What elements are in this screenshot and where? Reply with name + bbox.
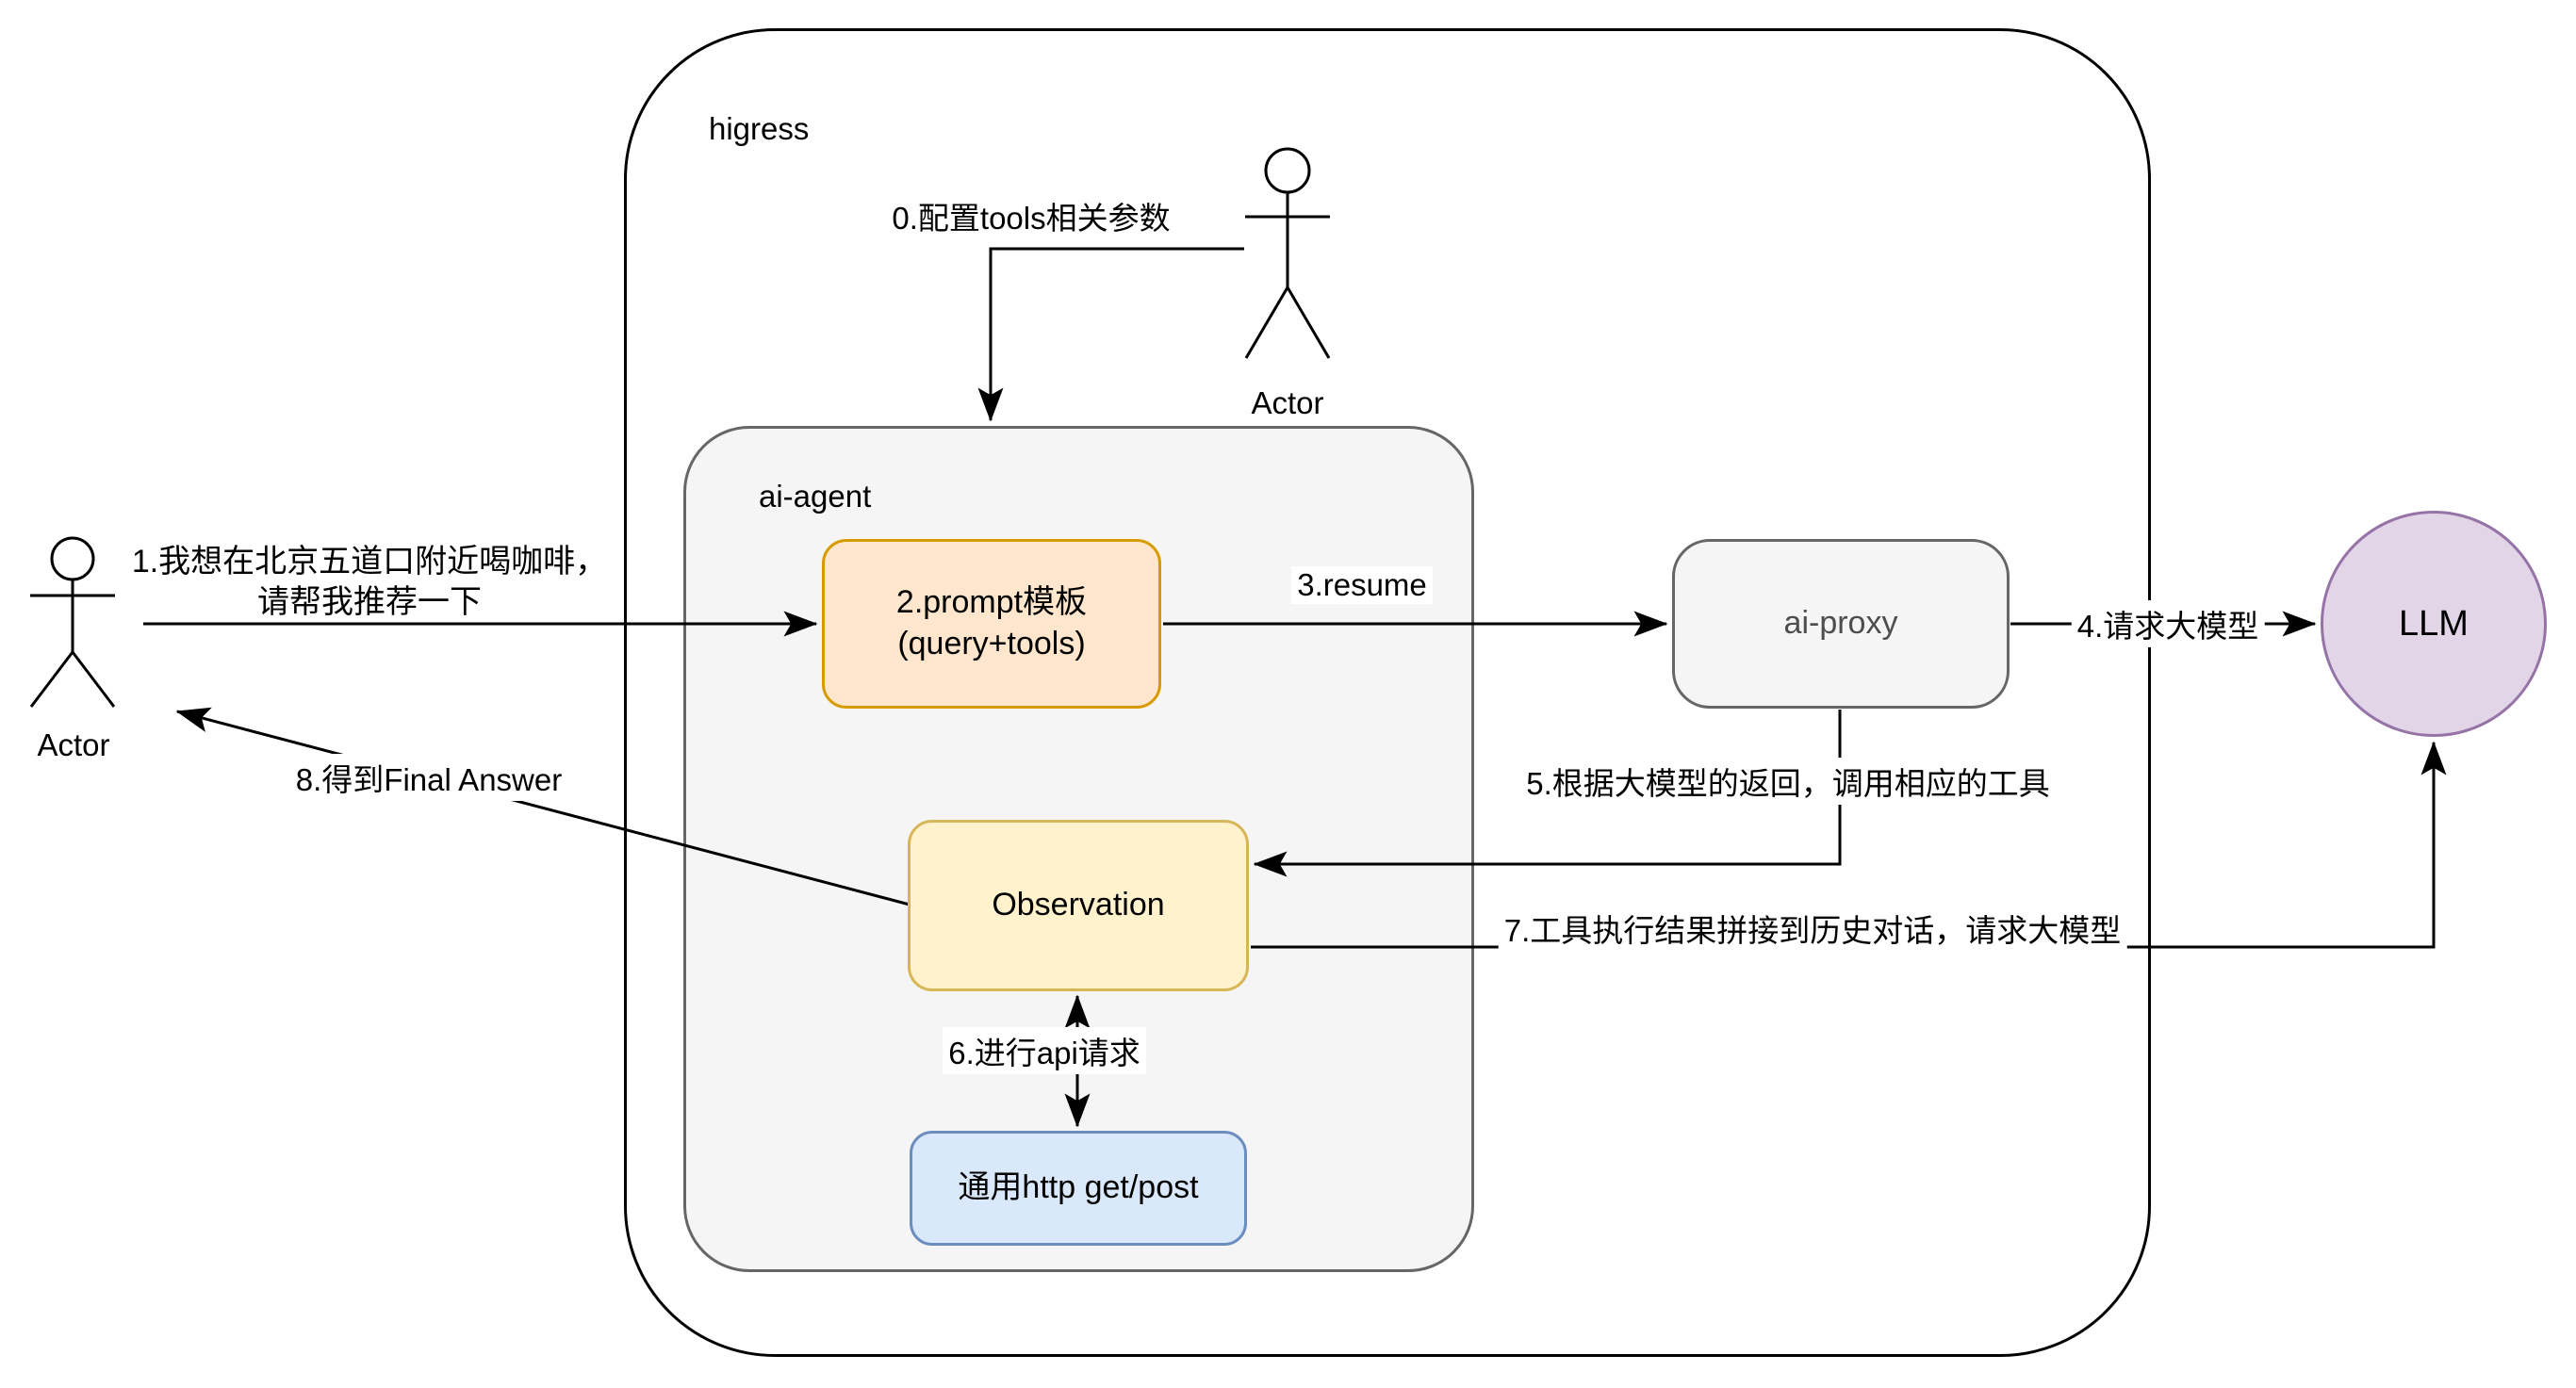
llm-node: LLM xyxy=(2321,511,2547,737)
actor-left-label: Actor xyxy=(37,727,110,762)
step-1-label: 1.我想在北京五道口附近喝咖啡， 请帮我推荐一下 xyxy=(131,544,608,620)
step-5-label: 5.根据大模型的返回，调用相应的工具 xyxy=(1520,758,2056,805)
observation-label: Observation xyxy=(992,887,1165,923)
higress-container-label: higress xyxy=(709,111,810,146)
ai-agent-container-label: ai-agent xyxy=(759,479,872,514)
step-6-label: 6.进行api请求 xyxy=(943,1027,1146,1074)
http-get-post-label: 通用http get/post xyxy=(958,1169,1199,1206)
edge-8-final-answer xyxy=(175,707,911,906)
observation-node: Observation xyxy=(908,820,1249,991)
step-8-label: 8.得到Final Answer xyxy=(289,754,568,801)
ai-proxy-label: ai-proxy xyxy=(1783,605,1898,642)
step-4-label: 4.请求大模型 xyxy=(2071,600,2265,647)
ai-proxy-node: ai-proxy xyxy=(1672,539,2010,709)
edge-0-config-tools xyxy=(977,247,1244,422)
llm-label: LLM xyxy=(2399,603,2469,644)
higress-container xyxy=(624,28,2151,1357)
prompt-template-node: 2.prompt模板 (query+tools) xyxy=(822,539,1161,709)
step-3-label: 3.resume xyxy=(1291,566,1433,604)
step-7-label: 7.工具执行结果拼接到历史对话，请求大模型 xyxy=(1498,905,2127,952)
step-0-label: 0.配置tools相关参数 xyxy=(892,201,1171,236)
actor-top-figure xyxy=(1244,147,1331,359)
prompt-template-label: 2.prompt模板 (query+tools) xyxy=(895,584,1088,661)
actor-top-label: Actor xyxy=(1251,385,1324,420)
http-get-post-node: 通用http get/post xyxy=(910,1131,1247,1246)
actor-left-figure xyxy=(29,536,116,708)
